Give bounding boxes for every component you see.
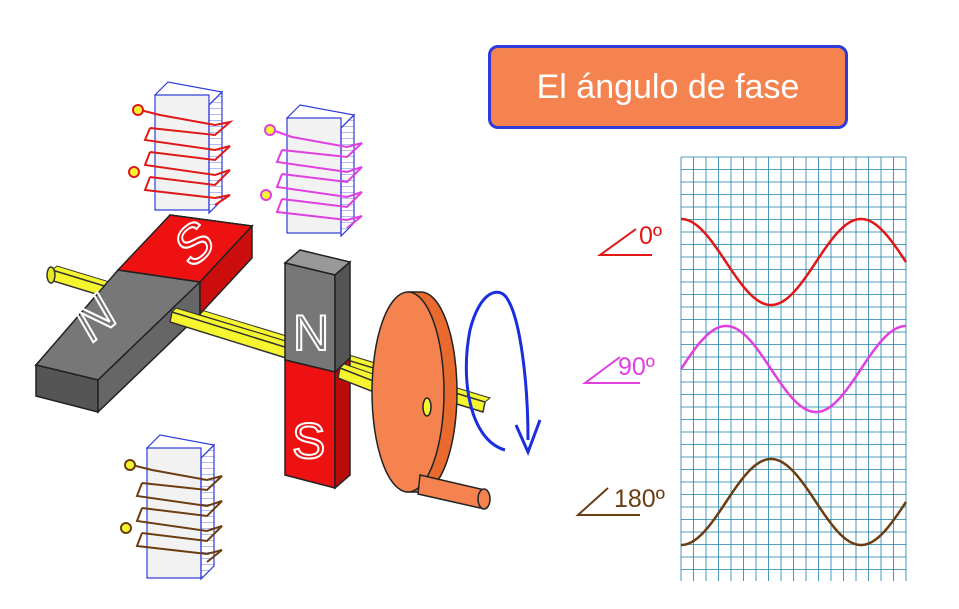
vertical-bar-magnet bbox=[283, 249, 352, 490]
waveform-180-degrees bbox=[681, 457, 908, 547]
magnet-south-label-2: S bbox=[292, 413, 325, 469]
graph-grid bbox=[680, 156, 907, 581]
page-title: El ángulo de fase bbox=[536, 67, 800, 106]
rotating-disc bbox=[371, 291, 491, 510]
phase-label-180: 180º bbox=[614, 485, 665, 513]
phase-label-90: 90º bbox=[618, 353, 655, 381]
angle-icon-90 bbox=[581, 356, 640, 384]
phase-label-0: 0º bbox=[639, 222, 663, 250]
coil-90-degrees bbox=[260, 104, 363, 238]
magnet-north-label-2: N bbox=[293, 305, 329, 361]
coil-180-degrees bbox=[120, 434, 223, 581]
waveform-0-degrees bbox=[681, 217, 908, 307]
coil-0-degrees bbox=[128, 81, 234, 215]
rotation-arrow-icon bbox=[464, 290, 542, 456]
title-box: El ángulo de fase bbox=[488, 45, 848, 129]
waveform-90-degrees bbox=[679, 324, 906, 414]
horizontal-bar-magnet bbox=[34, 214, 254, 414]
angle-icon-180 bbox=[575, 487, 640, 516]
angle-icon-0 bbox=[596, 228, 652, 256]
